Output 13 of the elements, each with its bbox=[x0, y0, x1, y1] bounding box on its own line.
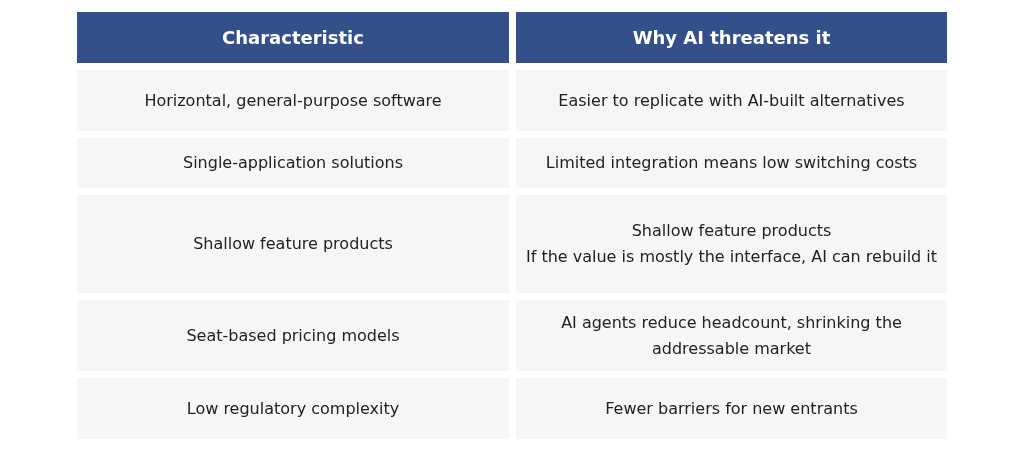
column-header: Characteristic bbox=[222, 27, 364, 48]
cell-text: AI agents reduce headcount, shrinking the addressable market bbox=[560, 311, 903, 360]
cell-text: Low regulatory complexity bbox=[186, 397, 400, 420]
cell-text: If the value is mostly the interface, AI can rebuild it bbox=[525, 246, 938, 268]
column-header: Why AI threatens it bbox=[632, 27, 831, 48]
cell-text: Horizontal, general-purpose software bbox=[144, 89, 442, 112]
cell-text: Shallow feature products bbox=[193, 233, 393, 255]
cell-text: Single-application solutions bbox=[183, 152, 403, 174]
cell-text: Easier to replicate with AI-built alternatives bbox=[558, 89, 905, 112]
cell-text: Shallow feature products bbox=[631, 220, 832, 242]
cell-text: Seat-based pricing models bbox=[186, 324, 400, 347]
cell-text: Fewer barriers for new entrants bbox=[605, 397, 858, 420]
cell-text: Limited integration means low switching costs bbox=[545, 152, 918, 174]
